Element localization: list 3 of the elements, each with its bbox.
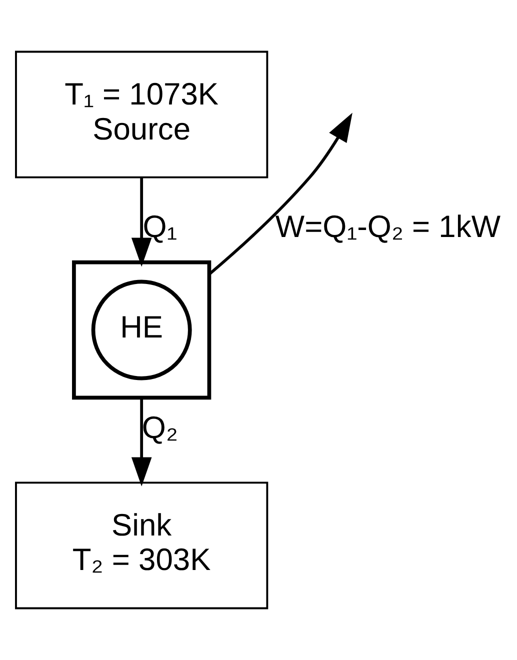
edge-label: Q₁	[142, 208, 178, 244]
edge-label: Q₂	[142, 410, 178, 445]
edge-label: W=Q₁-Q₂ = 1kW	[275, 208, 501, 244]
